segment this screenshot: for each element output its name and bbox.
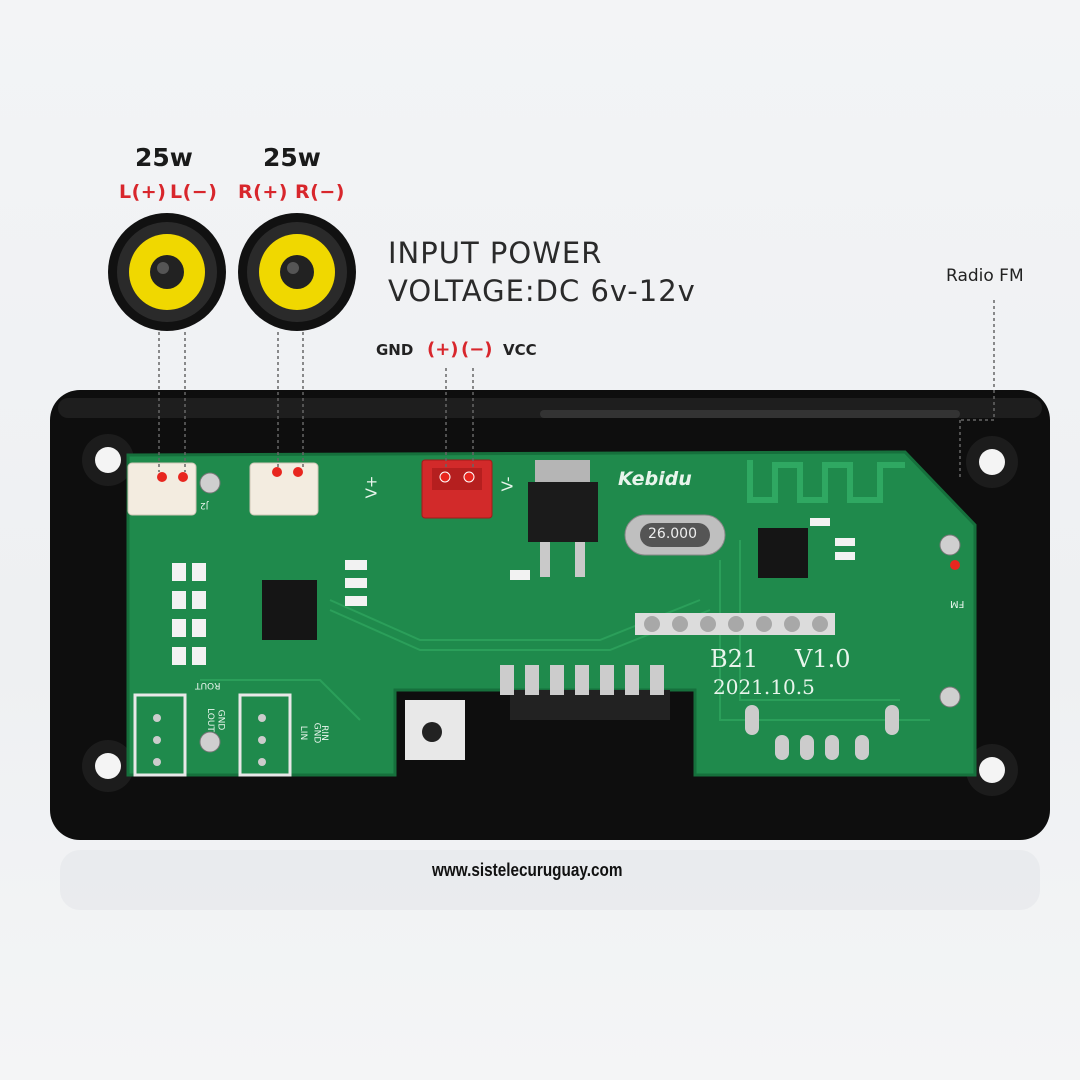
silk-v-plus: V+ bbox=[362, 475, 381, 499]
silk-v-minus: V- bbox=[498, 476, 517, 492]
left-plus-label: L(+) bbox=[119, 181, 167, 203]
board-version: V1.0 bbox=[795, 645, 851, 673]
input-voltage-range: VOLTAGE:DC 6v-12v bbox=[388, 274, 696, 308]
leader-lines bbox=[158, 300, 995, 480]
fm-antenna-point bbox=[950, 560, 960, 570]
screws bbox=[199, 472, 961, 753]
radio-fm-label: Radio FM bbox=[946, 266, 1024, 286]
silk-gnd-1: GND bbox=[215, 709, 226, 731]
crystal-label: 26.000 bbox=[648, 526, 697, 542]
board-model: B21 bbox=[710, 645, 759, 673]
vcc-label: VCC bbox=[503, 341, 537, 359]
left-speaker-power: 25w bbox=[135, 143, 193, 172]
speaker-connector-left bbox=[127, 462, 197, 516]
website-url: www.sistelecuruguay.com bbox=[432, 860, 623, 880]
amplifier-chip bbox=[262, 580, 317, 640]
right-minus-label: R(−) bbox=[295, 181, 345, 203]
power-minus-label: (−) bbox=[461, 339, 493, 360]
speaker-icon-right bbox=[238, 213, 356, 331]
silk-lout: LOUT bbox=[204, 708, 215, 732]
right-plus-label: R(+) bbox=[238, 181, 288, 203]
left-minus-label: L(−) bbox=[170, 181, 218, 203]
power-minus-text: (−) bbox=[461, 339, 493, 360]
gnd-label: GND bbox=[376, 341, 414, 359]
speaker-icon-left bbox=[108, 213, 226, 331]
display-pins bbox=[405, 665, 670, 760]
speaker-connector-right bbox=[249, 462, 319, 516]
silk-rout: ROUT bbox=[195, 680, 221, 690]
mounting-holes bbox=[82, 434, 1018, 796]
crystal-oscillator bbox=[624, 514, 726, 556]
input-power-title: INPUT POWER bbox=[388, 236, 603, 270]
smd-components bbox=[172, 518, 855, 665]
reflection bbox=[60, 850, 1040, 910]
silk-j2: J2 bbox=[200, 500, 209, 510]
power-plus-text: (+) bbox=[427, 339, 459, 360]
right-speaker-power: 25w bbox=[263, 143, 321, 172]
brand-logo: Kebidu bbox=[618, 468, 692, 490]
pin-header bbox=[635, 613, 835, 635]
board-date: 2021.10.5 bbox=[713, 675, 815, 699]
power-connector bbox=[421, 459, 493, 519]
line-io-headers bbox=[133, 693, 292, 777]
silk-rin: RIN bbox=[318, 725, 329, 741]
antenna-trace bbox=[747, 460, 905, 503]
silk-fm: FM bbox=[950, 598, 965, 609]
power-plus-label: (+) bbox=[427, 339, 459, 360]
bottom-pads bbox=[745, 705, 899, 760]
voltage-regulator bbox=[528, 460, 598, 577]
silk-lin: LIN bbox=[298, 725, 309, 741]
bluetooth-chip bbox=[758, 528, 808, 578]
